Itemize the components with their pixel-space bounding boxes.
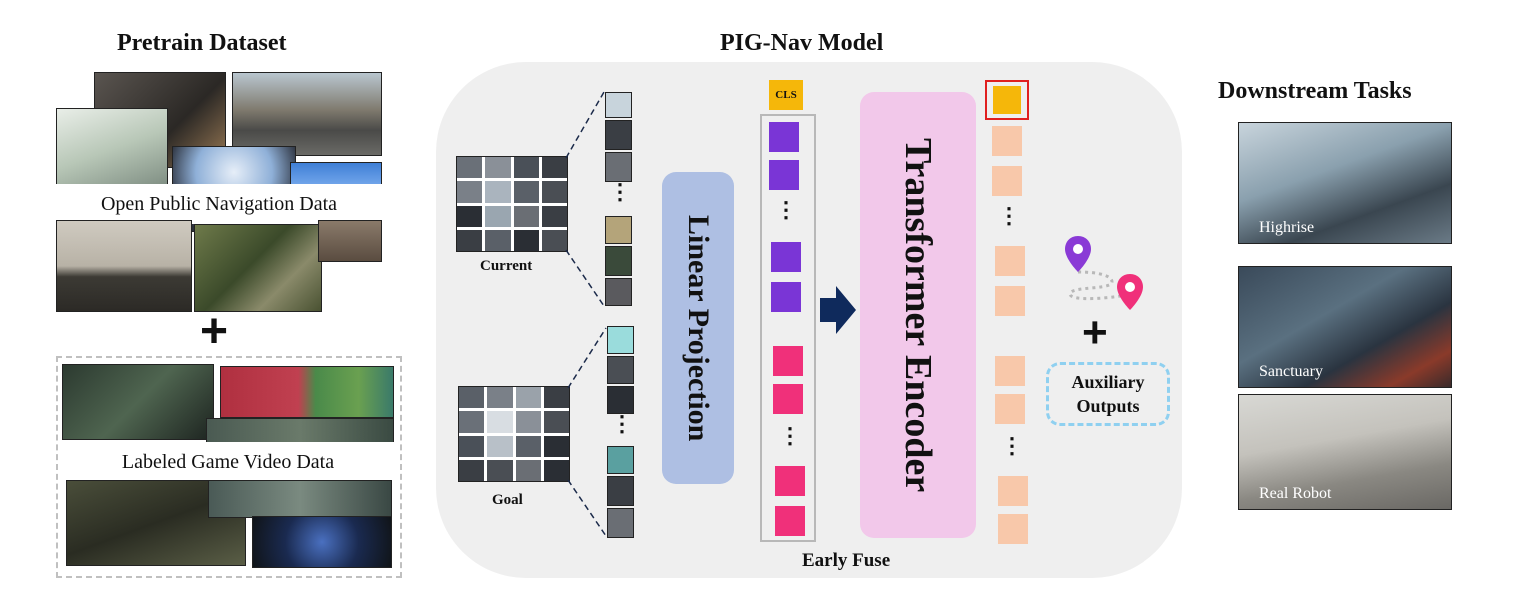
output-token: [992, 126, 1022, 156]
patch-ellipsis: ⋮: [611, 411, 633, 436]
goal-image-grid: [458, 386, 570, 482]
output-ellipsis: ⋮: [998, 203, 1020, 228]
patch: [605, 152, 632, 182]
game-photo-city: [208, 480, 392, 518]
goal-label: Goal: [492, 492, 523, 508]
goal-token: [775, 466, 805, 496]
goal-token: [775, 506, 805, 536]
photo-ground: [318, 220, 382, 262]
pretrain-title: Pretrain Dataset: [117, 30, 287, 56]
model-title: PIG-Nav Model: [720, 30, 884, 56]
current-token: [769, 160, 799, 190]
early-fuse-token-column: [760, 114, 816, 542]
patch-ellipsis: ⋮: [609, 179, 631, 204]
game-photo-portal: [252, 516, 392, 568]
transformer-encoder-label: Transformer Encoder: [897, 137, 939, 493]
current-image-grid: [456, 156, 568, 252]
patch: [607, 508, 634, 538]
model-background: [436, 62, 1182, 578]
game-data-frame: [56, 356, 402, 578]
linear-projection-box: Linear Projection: [662, 172, 734, 484]
patch: [607, 386, 634, 414]
cls-token: CLS: [769, 80, 803, 110]
output-ellipsis: ⋮: [1001, 433, 1023, 458]
patch: [607, 446, 634, 474]
output-token: [995, 286, 1025, 316]
output-token: [995, 246, 1025, 276]
downstream-title: Downstream Tasks: [1218, 78, 1412, 104]
current-token: [769, 122, 799, 152]
photo-vegetation: [194, 224, 322, 312]
task-label-real-robot: Real Robot: [1259, 485, 1332, 502]
task-image-highrise: Highrise: [1238, 122, 1452, 244]
early-fuse-label: Early Fuse: [802, 550, 891, 571]
location-pin-icon: [1065, 236, 1091, 272]
patch: [605, 246, 632, 276]
linear-projection-label: Linear Projection: [682, 214, 715, 442]
public-data-caption: Open Public Navigation Data: [56, 184, 382, 224]
photo-corridor: [56, 220, 192, 312]
patch: [605, 216, 632, 244]
patch: [607, 356, 634, 384]
output-token: [995, 356, 1025, 386]
location-pin-icon: [1117, 274, 1143, 310]
goal-token: [773, 346, 803, 376]
game-photo-jungle: [62, 364, 214, 440]
pretrain-plus-sign: +: [200, 305, 229, 358]
current-token: [771, 242, 801, 272]
cls-output-highlight: [985, 80, 1029, 120]
output-token: [995, 394, 1025, 424]
patch: [607, 476, 634, 506]
game-data-caption: Labeled Game Video Data: [62, 442, 394, 482]
auxiliary-plus-sign: +: [1082, 308, 1108, 357]
task-image-sanctuary: Sanctuary: [1238, 266, 1452, 388]
output-token: [998, 514, 1028, 544]
patch: [605, 120, 632, 150]
task-label-sanctuary: Sanctuary: [1259, 363, 1323, 380]
token-ellipsis: ⋮: [775, 197, 797, 222]
arrow-right-icon: [820, 286, 856, 334]
patch: [605, 92, 632, 118]
auxiliary-outputs-label: Auxiliary Outputs: [1071, 372, 1145, 416]
task-label-highrise: Highrise: [1259, 219, 1315, 236]
task-image-real-robot: Real Robot: [1238, 394, 1452, 510]
transformer-encoder-box: Transformer Encoder: [860, 92, 976, 538]
cls-output-token: [993, 86, 1021, 114]
patch: [605, 278, 632, 306]
navigation-path-graphic: [1065, 236, 1143, 310]
current-label: Current: [480, 258, 533, 274]
token-ellipsis: ⋮: [779, 423, 801, 448]
output-token: [998, 476, 1028, 506]
photo-street: [232, 72, 382, 156]
output-token: [992, 166, 1022, 196]
goal-token: [773, 384, 803, 414]
game-photo-map: [220, 366, 394, 418]
patch: [607, 326, 634, 354]
cls-label: CLS: [775, 89, 797, 101]
current-token: [771, 282, 801, 312]
auxiliary-outputs-box: Auxiliary Outputs: [1046, 362, 1170, 426]
photo-kitchen: [56, 108, 168, 190]
